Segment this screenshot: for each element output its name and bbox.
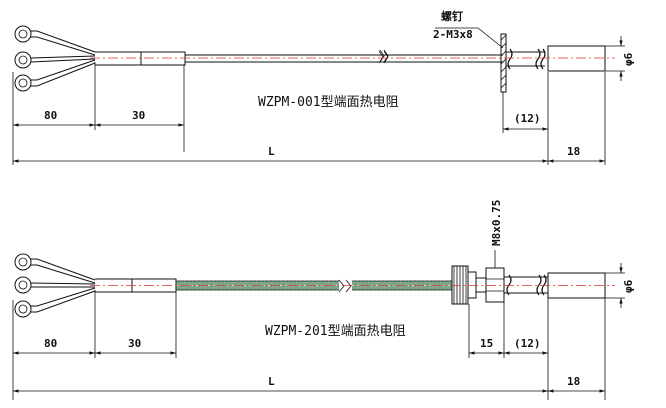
- cable-gland-nut: [451, 265, 477, 305]
- ring-terminals-bottom: [14, 253, 96, 318]
- title-wzpm-201: WZPM-201型端面热电阻: [265, 324, 406, 339]
- dim-30-bottom: 30: [128, 337, 141, 350]
- hex-nut-thread: [476, 267, 548, 303]
- dim-18-top: 18: [567, 145, 580, 158]
- title-wzpm-001: WZPM-001型端面热电阻: [258, 95, 399, 110]
- diameter-label-bottom: φ6: [622, 279, 635, 293]
- screw-spec: 2-M3x8: [433, 28, 473, 41]
- dim-18-bottom: 18: [567, 375, 580, 388]
- dim-12-bottom: (12): [514, 337, 541, 350]
- drawing-wzpm-201: M8x0.75 φ6 WZPM-201型端面热电阻 80 30 15 (12) …: [12, 200, 635, 400]
- dim-30-top: 30: [132, 109, 145, 122]
- dim-L-top: L: [268, 145, 275, 158]
- flange-plate-top: [500, 33, 507, 93]
- dim-12-top: (12): [514, 112, 541, 125]
- thread-callout: M8x0.75: [490, 200, 503, 268]
- dim-15-bottom: 15: [480, 337, 493, 350]
- thread-spec: M8x0.75: [490, 200, 503, 246]
- screw-callout: 螺钉 2-M3x8: [433, 9, 504, 49]
- dim-80-top: 80: [44, 109, 57, 122]
- insulation-sleeve-top: [140, 51, 186, 66]
- diameter-label-top: φ6: [622, 52, 635, 66]
- drawing-wzpm-001: 螺钉 2-M3x8 φ6 WZPM-001型端面热电阻 80 30 (12) L…: [12, 9, 635, 165]
- cable-top: [185, 49, 503, 64]
- probe-top: [506, 45, 606, 72]
- ring-terminals-top: [14, 25, 96, 92]
- dim-80-bottom: 80: [44, 337, 57, 350]
- screw-label: 螺钉: [441, 9, 463, 23]
- dim-L-bottom: L: [268, 375, 275, 388]
